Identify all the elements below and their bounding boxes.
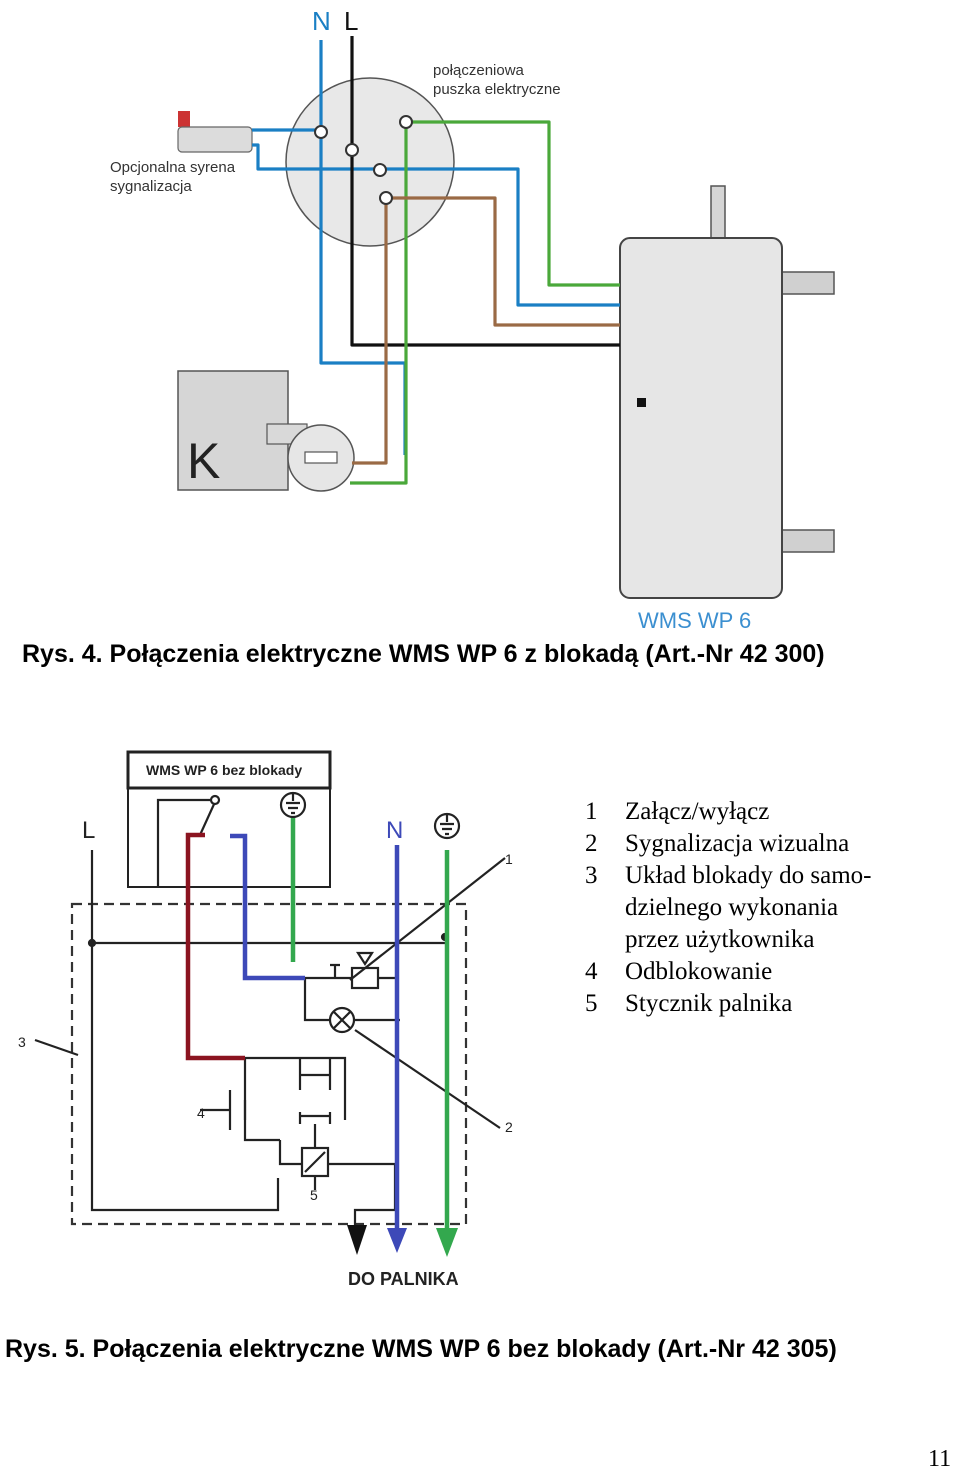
callout-4: 4 [197,1105,205,1121]
junction-box-label-2: puszka elektryczne [433,81,561,98]
l-wire-label: L [344,6,358,36]
schematic-n-label: N [386,817,403,844]
wiring-diagram-with-lock: N L połączeniowa puszka elektryczne Opcj… [110,6,835,633]
callout-5: 5 [310,1187,318,1203]
junction-box-label: połączeniowa [433,62,525,79]
callout-1: 1 [505,851,513,867]
junction-box [285,77,455,247]
siren-label-2: sygnalizacja [110,178,192,195]
siren-label: Opcjonalna syrena [110,159,236,176]
legend-item: dzielnego wykonania [625,894,839,921]
earth-wire [406,120,620,287]
n-wire-label: N [312,6,331,36]
figure-4-caption: Rys. 4. Połączenia elektryczne WMS WP 6 … [22,640,825,668]
unit-label: WMS WP 6 [638,608,751,633]
schematic-l-label: L [82,817,95,844]
schematic-box-title: WMS WP 6 bez blokady [146,762,302,778]
boiler-letter: K [187,433,220,489]
output-label: DO PALNIKA [348,1269,459,1289]
lock-circuit-box [70,902,468,1226]
wms-unit [619,185,835,599]
callout-3: 3 [18,1034,26,1050]
schematic-without-lock: WMS WP 6 bez blokady L [18,750,513,1289]
legend-item: przez użytkownika [625,926,815,953]
figure-5-caption: Rys. 5. Połączenia elektryczne WMS WP 6 … [5,1335,837,1363]
page-number: 11 [928,1446,952,1472]
optional-siren [177,111,253,153]
boiler-k [177,370,355,492]
live-wire [350,36,620,347]
callout-2: 2 [505,1119,513,1135]
